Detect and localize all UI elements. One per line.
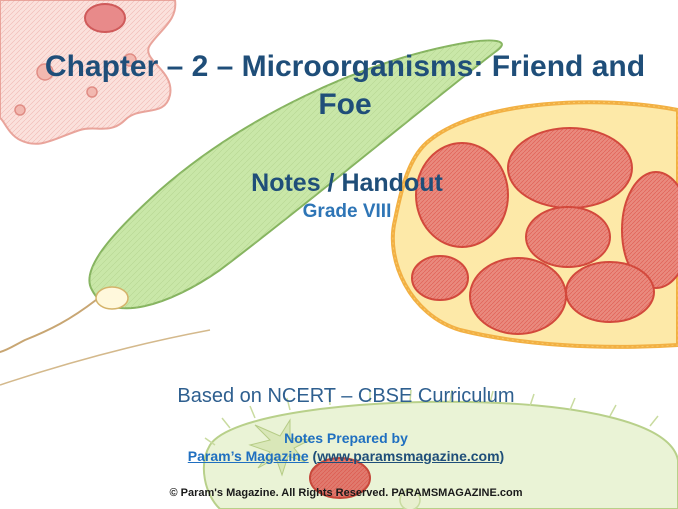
- prepared-by-label: Notes Prepared by: [284, 430, 408, 446]
- url-close-paren: ): [499, 448, 505, 464]
- subtitle: Notes / Handout: [251, 169, 443, 197]
- website-link[interactable]: www.paramsmagazine.com: [317, 448, 500, 464]
- grade-label: Grade VIII: [302, 201, 392, 222]
- bacteria-cell-illustration: [390, 100, 678, 349]
- url-open-paren: (: [308, 448, 318, 464]
- magazine-link[interactable]: Param’s Magazine: [187, 448, 309, 464]
- flagellum-line: [0, 329, 211, 386]
- amoeba-illustration: [0, 0, 177, 145]
- paramecium-illustration: [202, 389, 678, 509]
- chapter-title-line-1: Chapter – 2 – Microorganisms: Friend and: [44, 50, 646, 83]
- curriculum-note: Based on NCERT – CBSE Curriculum: [177, 385, 515, 407]
- chapter-title: Chapter – 2 – Microorganisms: Friend and…: [0, 48, 678, 124]
- euglena-illustration: [0, 39, 503, 354]
- copyright-notice: © Param's Magazine. All Rights Reserved.…: [169, 487, 523, 499]
- credits-line: Param’s Magazine (www.paramsmagazine.com…: [0, 447, 678, 465]
- chapter-title-line-2: Foe: [318, 88, 372, 121]
